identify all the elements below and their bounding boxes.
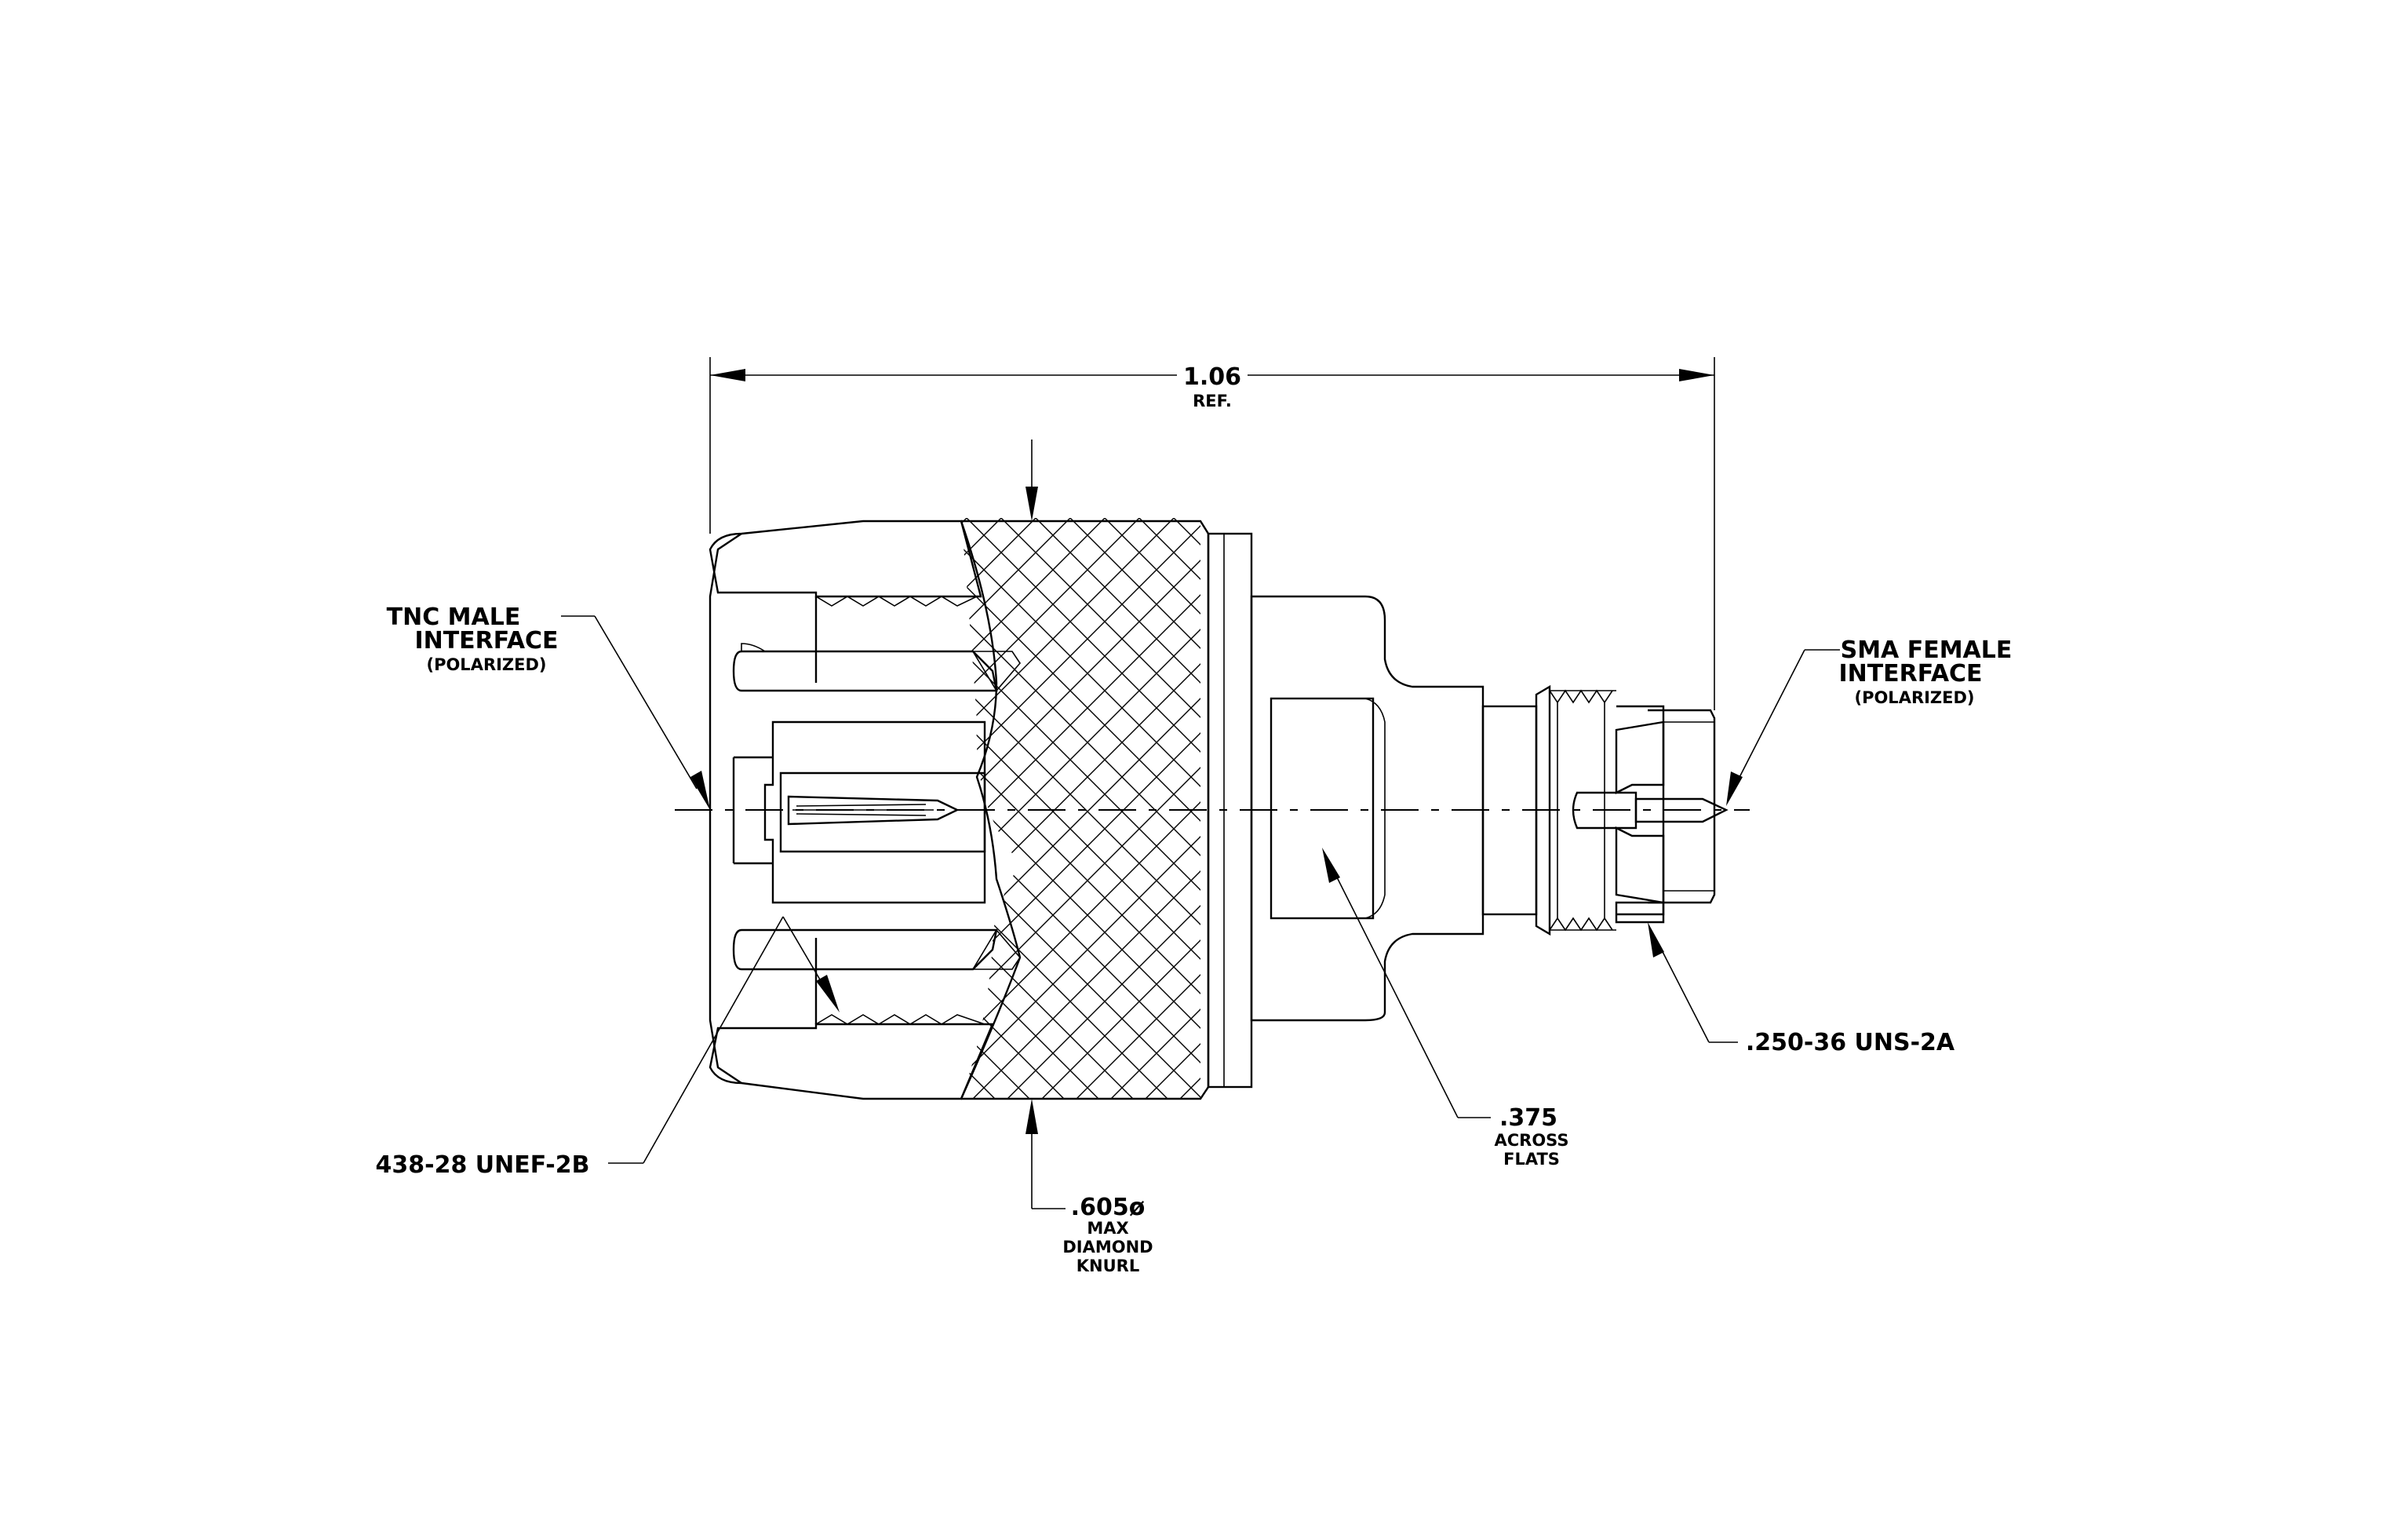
hex-leader xyxy=(1322,848,1491,1118)
sma-thread-leader xyxy=(1648,922,1738,1043)
knurl-line2: DIAMOND xyxy=(1062,1238,1153,1257)
sma-interface-line2: INTERFACE xyxy=(1838,660,1982,688)
knurled-grip xyxy=(960,518,1210,1100)
tnc-interface-line3: (POLARIZED) xyxy=(426,655,546,674)
tnc-interface-line1: TNC MALE xyxy=(387,604,521,631)
knurl-line1: MAX xyxy=(1087,1219,1128,1238)
tnc-interface-leader xyxy=(561,615,710,810)
tnc-thread-leader xyxy=(608,916,840,1164)
overall-length-note: REF. xyxy=(1193,392,1232,410)
knurl-value: .605ø xyxy=(1071,1194,1146,1221)
hex-line2: FLATS xyxy=(1503,1150,1560,1169)
sma-interface-leader xyxy=(1726,649,1840,806)
knurl-line3: KNURL xyxy=(1076,1257,1139,1275)
tnc-coupling-nut xyxy=(709,520,994,1100)
tnc-interface-line2: INTERFACE xyxy=(414,627,558,655)
overall-length-dimension xyxy=(709,357,1715,710)
knurl-diameter-dimension xyxy=(1025,440,1066,1209)
tnc-thread-label: 438-28 UNEF-2B xyxy=(376,1151,590,1179)
hex-value: .375 xyxy=(1499,1104,1557,1132)
sma-interface-line3: (POLARIZED) xyxy=(1854,688,1974,707)
sma-thread-label: .250-36 UNS-2A xyxy=(1746,1029,1955,1056)
sma-interface-line1: SMA FEMALE xyxy=(1841,636,2013,664)
overall-length-value: 1.06 xyxy=(1183,363,1241,391)
hex-line1: ACROSS xyxy=(1495,1131,1569,1150)
